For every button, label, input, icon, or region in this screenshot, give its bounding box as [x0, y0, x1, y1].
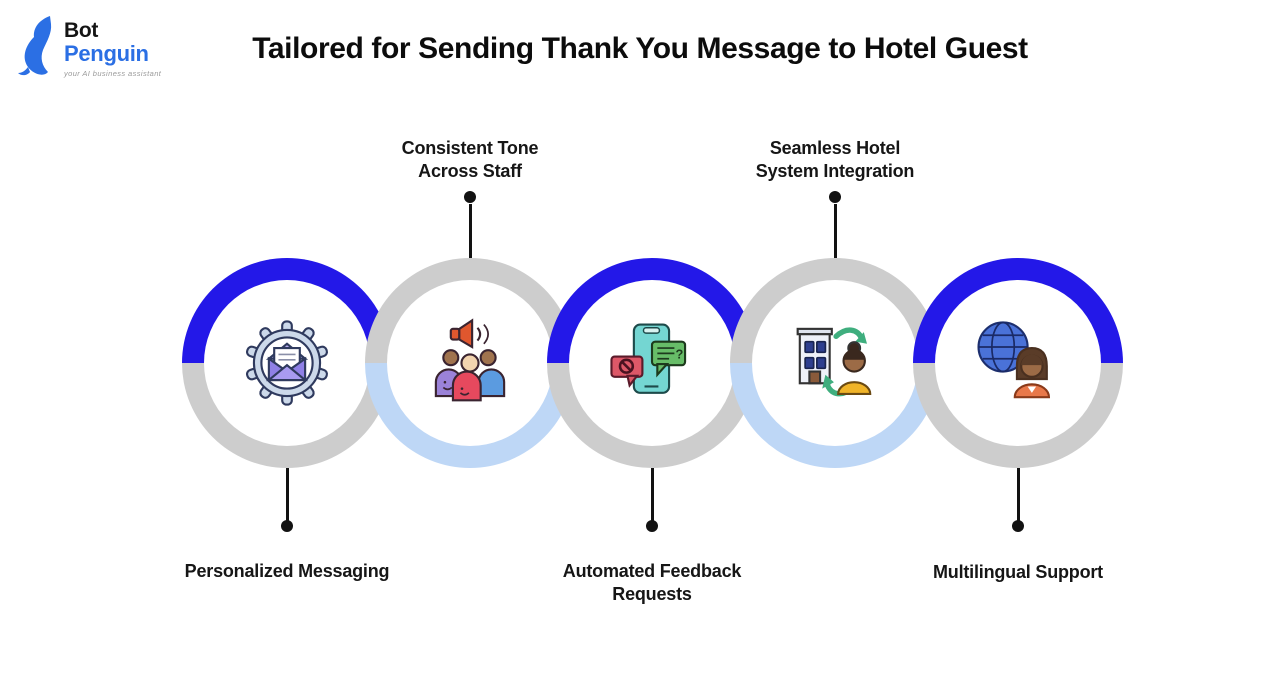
step-label-personalized-messaging: Personalized Messaging	[184, 561, 390, 581]
connector-line	[1016, 468, 1020, 522]
phone-feedback-icon: ?	[610, 323, 687, 394]
connector-line	[468, 204, 472, 258]
logo-brand-top: Bot	[64, 19, 99, 42]
ring-inner: ?	[569, 280, 735, 446]
connector-line	[650, 468, 654, 522]
connector-dot	[646, 520, 658, 532]
step-label-hotel-integration: Seamless Hotel System Integration	[755, 138, 915, 182]
connector-dot	[829, 191, 841, 203]
step-ring-multilingual-support	[913, 258, 1123, 468]
step-label-multilingual-support: Multilingual Support	[933, 562, 1103, 582]
ring-inner	[387, 280, 553, 446]
penguin-icon	[18, 16, 52, 76]
step-ring-hotel-integration	[730, 258, 940, 468]
step-ring-personalized-messaging	[182, 258, 392, 468]
svg-text:?: ?	[675, 347, 683, 362]
step-ring-automated-feedback: ?	[547, 258, 757, 468]
connector-dot	[1012, 520, 1024, 532]
logo-text: Bot Penguin your AI business assistant	[64, 20, 161, 78]
ring-inner	[752, 280, 918, 446]
step-label-consistent-tone: Consistent Tone Across Staff	[401, 138, 539, 182]
ring-inner	[935, 280, 1101, 446]
page-title: Tailored for Sending Thank You Message t…	[252, 32, 1028, 65]
botpenguin-logo: Bot Penguin your AI business assistant	[16, 14, 161, 78]
globe-person-icon	[977, 321, 1051, 399]
logo-brand-bottom: Penguin	[64, 41, 149, 66]
connector-line	[285, 468, 289, 522]
step-label-automated-feedback: Automated Feedback Requests	[562, 561, 742, 605]
logo-tagline: your AI business assistant	[64, 69, 162, 78]
gear-envelope-icon	[245, 320, 329, 406]
step-ring-consistent-tone	[365, 258, 575, 468]
ring-inner	[204, 280, 370, 446]
connector-dot	[464, 191, 476, 203]
hotel-system-integration-icon	[796, 327, 872, 397]
staff-announcement-icon	[434, 318, 506, 402]
connector-dot	[281, 520, 293, 532]
connector-line	[833, 204, 837, 258]
